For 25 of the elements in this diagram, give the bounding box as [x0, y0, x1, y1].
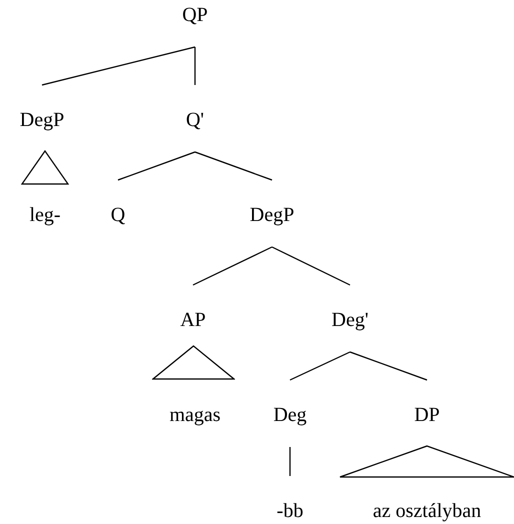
tree-label: Deg' — [332, 308, 368, 332]
tree-label: leg- — [29, 203, 61, 227]
tree-branch — [194, 47, 196, 85]
triangle-symbol — [152, 345, 234, 380]
triangle-symbol — [21, 150, 69, 185]
tree-label: magas — [169, 403, 221, 427]
tree-label: Deg — [273, 403, 307, 427]
tree-branch — [350, 351, 428, 381]
tree-branch — [290, 351, 350, 381]
tree-label: az osztályban — [372, 499, 482, 523]
tree-branch — [42, 46, 196, 86]
tree-branch — [289, 447, 291, 476]
tree-label: DP — [414, 403, 440, 427]
tree-branch — [194, 151, 272, 181]
tree-branch — [272, 246, 350, 286]
tree-label: QP — [182, 3, 208, 27]
tree-branch — [192, 246, 272, 286]
tree-label: DegP — [20, 108, 64, 132]
tree-label: Q — [110, 203, 126, 227]
tree-label: Q' — [186, 108, 204, 132]
tree-label: -bb — [276, 499, 304, 523]
tree-label: DegP — [250, 203, 294, 227]
tree-branch — [118, 151, 196, 181]
triangle-symbol — [339, 445, 514, 478]
tree-label: AP — [180, 308, 206, 332]
